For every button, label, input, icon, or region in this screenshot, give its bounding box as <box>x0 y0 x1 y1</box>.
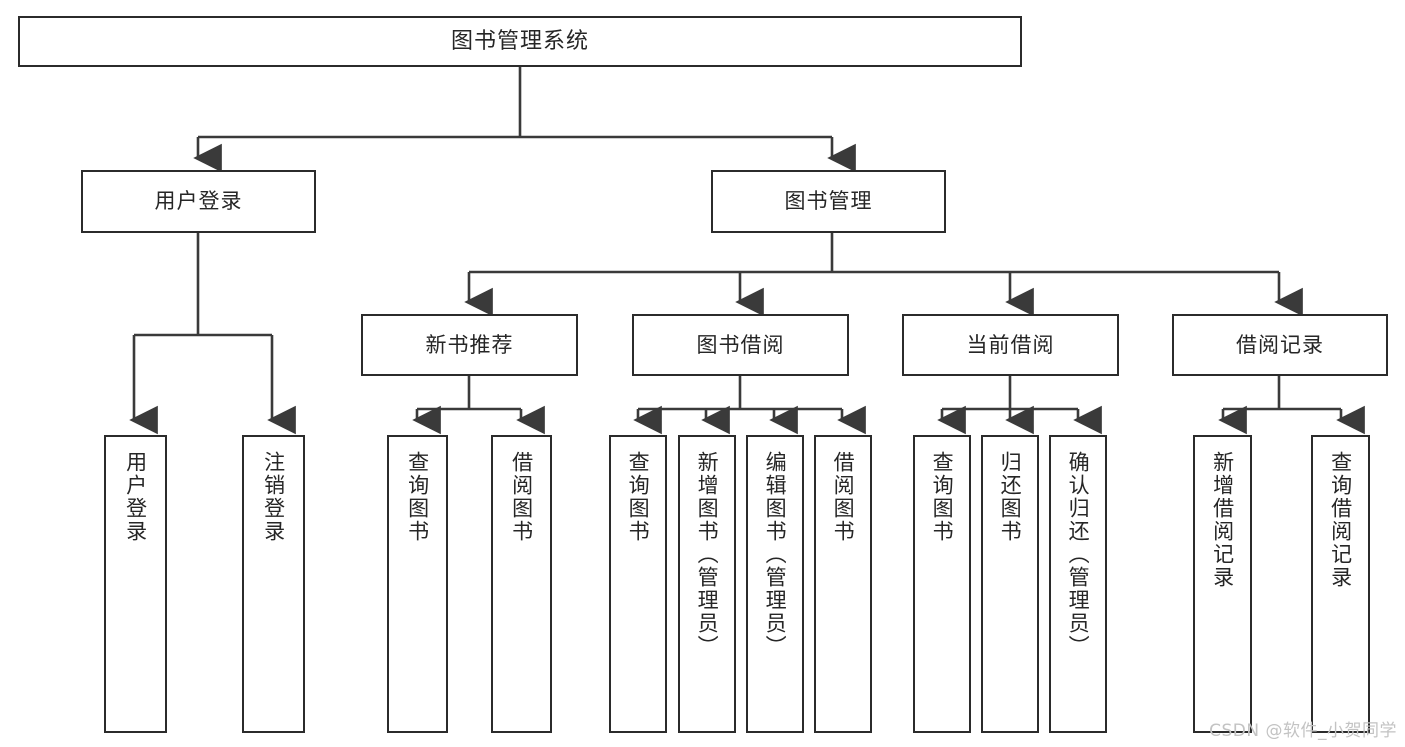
node-new-book-recommend[interactable]: 新书推荐 <box>361 314 578 376</box>
leaf-book-borrow-edit-book-admin[interactable]: 编辑图书（管理员） <box>746 435 804 733</box>
node-label: 归还图书 <box>998 451 1023 543</box>
node-label: 用户登录 <box>123 451 148 543</box>
node-label: 注销登录 <box>261 451 286 543</box>
node-book-management[interactable]: 图书管理 <box>711 170 946 233</box>
leaf-borrow-record-add-record[interactable]: 新增借阅记录 <box>1193 435 1252 733</box>
csdn-watermark: CSDN @软件_小贺同学 <box>1209 721 1397 741</box>
node-current-borrow[interactable]: 当前借阅 <box>902 314 1119 376</box>
leaf-book-borrow-borrow-book[interactable]: 借阅图书 <box>814 435 872 733</box>
node-user-login[interactable]: 用户登录 <box>81 170 316 233</box>
node-label: 新增借阅记录 <box>1210 451 1235 589</box>
leaf-new-book-borrow-book[interactable]: 借阅图书 <box>491 435 552 733</box>
leaf-user-login-login[interactable]: 用户登录 <box>104 435 167 733</box>
leaf-new-book-query-book[interactable]: 查询图书 <box>387 435 448 733</box>
node-label: 新书推荐 <box>425 332 514 357</box>
node-label: 确认归还（管理员） <box>1066 451 1091 658</box>
node-label: 查询图书 <box>626 451 651 543</box>
node-book-borrow[interactable]: 图书借阅 <box>632 314 849 376</box>
leaf-borrow-record-query-record[interactable]: 查询借阅记录 <box>1311 435 1370 733</box>
node-label: 编辑图书（管理员） <box>763 451 788 658</box>
leaf-book-borrow-add-book-admin[interactable]: 新增图书（管理员） <box>678 435 736 733</box>
node-label: 图书借阅 <box>696 332 785 357</box>
node-label: 用户登录 <box>154 189 243 214</box>
leaf-current-borrow-confirm-return-admin[interactable]: 确认归还（管理员） <box>1049 435 1107 733</box>
node-label: 图书管理系统 <box>450 28 589 54</box>
node-borrow-record[interactable]: 借阅记录 <box>1172 314 1388 376</box>
node-label: 借阅记录 <box>1236 332 1324 357</box>
leaf-user-login-logout[interactable]: 注销登录 <box>242 435 305 733</box>
leaf-current-borrow-return-book[interactable]: 归还图书 <box>981 435 1039 733</box>
node-label: 查询借阅记录 <box>1328 451 1353 589</box>
node-label: 借阅图书 <box>509 451 534 543</box>
node-label: 查询图书 <box>930 451 955 543</box>
node-label: 借阅图书 <box>831 451 856 543</box>
leaf-book-borrow-query-book[interactable]: 查询图书 <box>609 435 667 733</box>
node-root-book-management-system[interactable]: 图书管理系统 <box>18 16 1022 67</box>
node-label: 当前借阅 <box>966 332 1055 357</box>
leaf-current-borrow-query-book[interactable]: 查询图书 <box>913 435 971 733</box>
node-label: 查询图书 <box>405 451 430 543</box>
node-label: 图书管理 <box>784 189 873 214</box>
node-label: 新增图书（管理员） <box>695 451 720 658</box>
